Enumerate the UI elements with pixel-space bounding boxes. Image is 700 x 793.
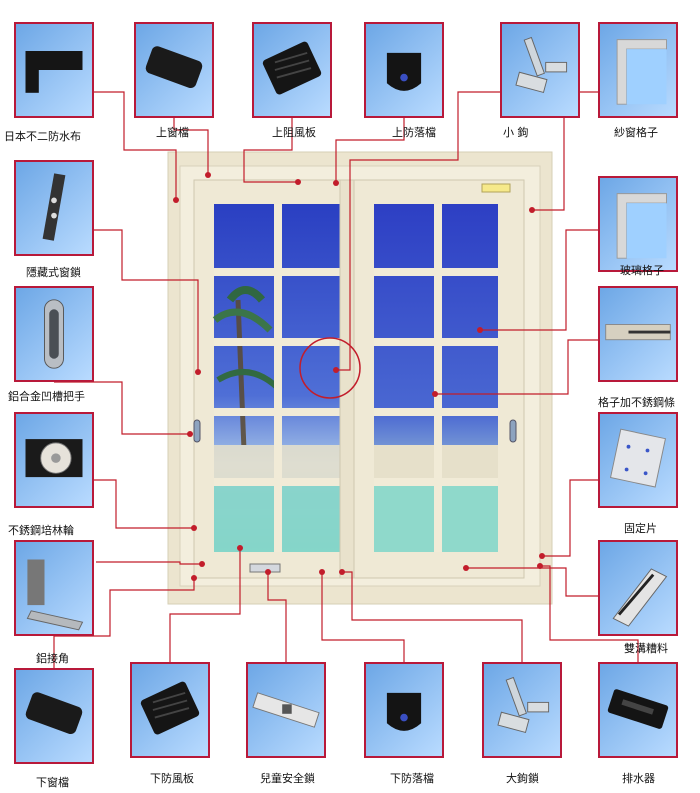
part-label-7: 隱藏式窗鎖 [26, 266, 81, 279]
leader-dot-20 [537, 563, 543, 569]
leader-dot-17 [265, 569, 271, 575]
leader-line-16 [169, 548, 241, 662]
part-thumbnail-16 [130, 662, 210, 758]
part-label-4: 上防落檔 [392, 126, 436, 139]
leader-dot-9 [187, 431, 193, 437]
leader-dot-10 [432, 391, 438, 397]
part-thumbnail-11 [14, 412, 94, 508]
part-thumbnail-18 [364, 662, 444, 758]
leader-line-10 [435, 339, 598, 395]
leader-dot-1 [173, 197, 179, 203]
part-thumbnail-1 [14, 22, 94, 118]
hook-icon [497, 676, 550, 734]
leader-line-18 [321, 572, 405, 662]
leader-line-17 [267, 572, 287, 662]
wind-plate-icon [262, 41, 322, 95]
leader-dot-14 [463, 565, 469, 571]
part-label-13: 鋁接角 [36, 652, 69, 665]
part-label-1: 日本不二防水布 [4, 130, 81, 143]
part-thumbnail-6 [598, 22, 678, 118]
block-icon [25, 692, 83, 735]
roller-icon [25, 439, 83, 478]
leader-line-19 [342, 571, 523, 662]
part-thumbnail-14 [598, 540, 678, 636]
fabric-icon [25, 51, 83, 93]
leader-line-20 [540, 565, 639, 662]
corner-frame-icon [616, 193, 667, 259]
part-thumbnail-17 [246, 662, 326, 758]
stopper-icon [386, 692, 422, 731]
part-thumbnail-15 [14, 668, 94, 764]
leader-line-2 [173, 118, 209, 175]
part-thumbnail-19 [482, 662, 562, 758]
part-thumbnail-5 [500, 22, 580, 118]
part-thumbnail-3 [252, 22, 332, 118]
part-label-12: 固定片 [624, 522, 657, 535]
part-label-14: 雙溝糟料 [624, 642, 668, 655]
part-thumbnail-4 [364, 22, 444, 118]
part-label-2: 上窗檔 [156, 126, 189, 139]
part-label-6: 紗窗格子 [614, 126, 658, 139]
leader-line-9 [54, 381, 190, 435]
part-label-15: 下窗檔 [36, 776, 69, 789]
lock-icon [42, 173, 66, 241]
block-icon [145, 46, 203, 89]
leader-line-13 [96, 561, 202, 565]
corner-frame-icon [616, 39, 667, 105]
stopper-icon [386, 52, 422, 91]
bar-icon [605, 324, 671, 341]
part-label-20: 排水器 [622, 772, 655, 785]
leader-dot-19 [339, 569, 345, 575]
part-label-11: 不銹鋼培林輪 [8, 524, 74, 537]
leader-line-3 [243, 118, 298, 183]
leader-dot-13 [199, 561, 205, 567]
leader-line-8 [480, 229, 598, 331]
part-thumbnail-10 [598, 286, 678, 382]
part-label-3: 上阻風板 [272, 126, 316, 139]
part-thumbnail-20 [598, 662, 678, 758]
leader-dot-7 [195, 369, 201, 375]
leader-dot-18 [319, 569, 325, 575]
leader-line-12 [542, 479, 598, 557]
channel-icon [612, 568, 668, 627]
part-label-17: 兒童安全鎖 [260, 772, 315, 785]
leader-dot-2 [205, 172, 211, 178]
part-label-5: 小 鉤 [503, 126, 529, 139]
part-label-18: 下防落檔 [390, 772, 434, 785]
part-thumbnail-2 [134, 22, 214, 118]
leader-dot-15 [191, 575, 197, 581]
part-label-16: 下防風板 [150, 772, 194, 785]
plate-icon [609, 428, 667, 488]
leader-dot-11 [191, 525, 197, 531]
leader-dot-3 [295, 179, 301, 185]
part-label-19: 大鉤鎖 [506, 772, 539, 785]
part-thumbnail-12 [598, 412, 678, 508]
safety-lock-icon [252, 692, 320, 728]
part-label-9: 鋁合金凹槽把手 [8, 390, 85, 403]
handle-icon [44, 299, 64, 369]
leader-line-14 [466, 567, 598, 597]
leader-line-15 [53, 578, 195, 668]
part-thumbnail-9 [14, 286, 94, 382]
leader-dot-6 [529, 207, 535, 213]
hook-icon [515, 36, 568, 94]
leader-dot-16 [237, 545, 243, 551]
part-thumbnail-8 [598, 176, 678, 272]
leader-dot-8 [477, 327, 483, 333]
leader-dot-5 [333, 367, 339, 373]
part-thumbnail-7 [14, 160, 94, 256]
part-label-8: 玻璃格子 [620, 264, 664, 277]
angle-icon [26, 559, 84, 631]
part-thumbnail-13 [14, 540, 94, 636]
drain-icon [607, 689, 669, 729]
leader-line-4 [335, 118, 405, 183]
wind-plate-icon [140, 681, 200, 735]
leader-dot-4 [333, 180, 339, 186]
part-label-10: 格子加不銹鋼條 [598, 396, 675, 409]
leader-dot-12 [539, 553, 545, 559]
